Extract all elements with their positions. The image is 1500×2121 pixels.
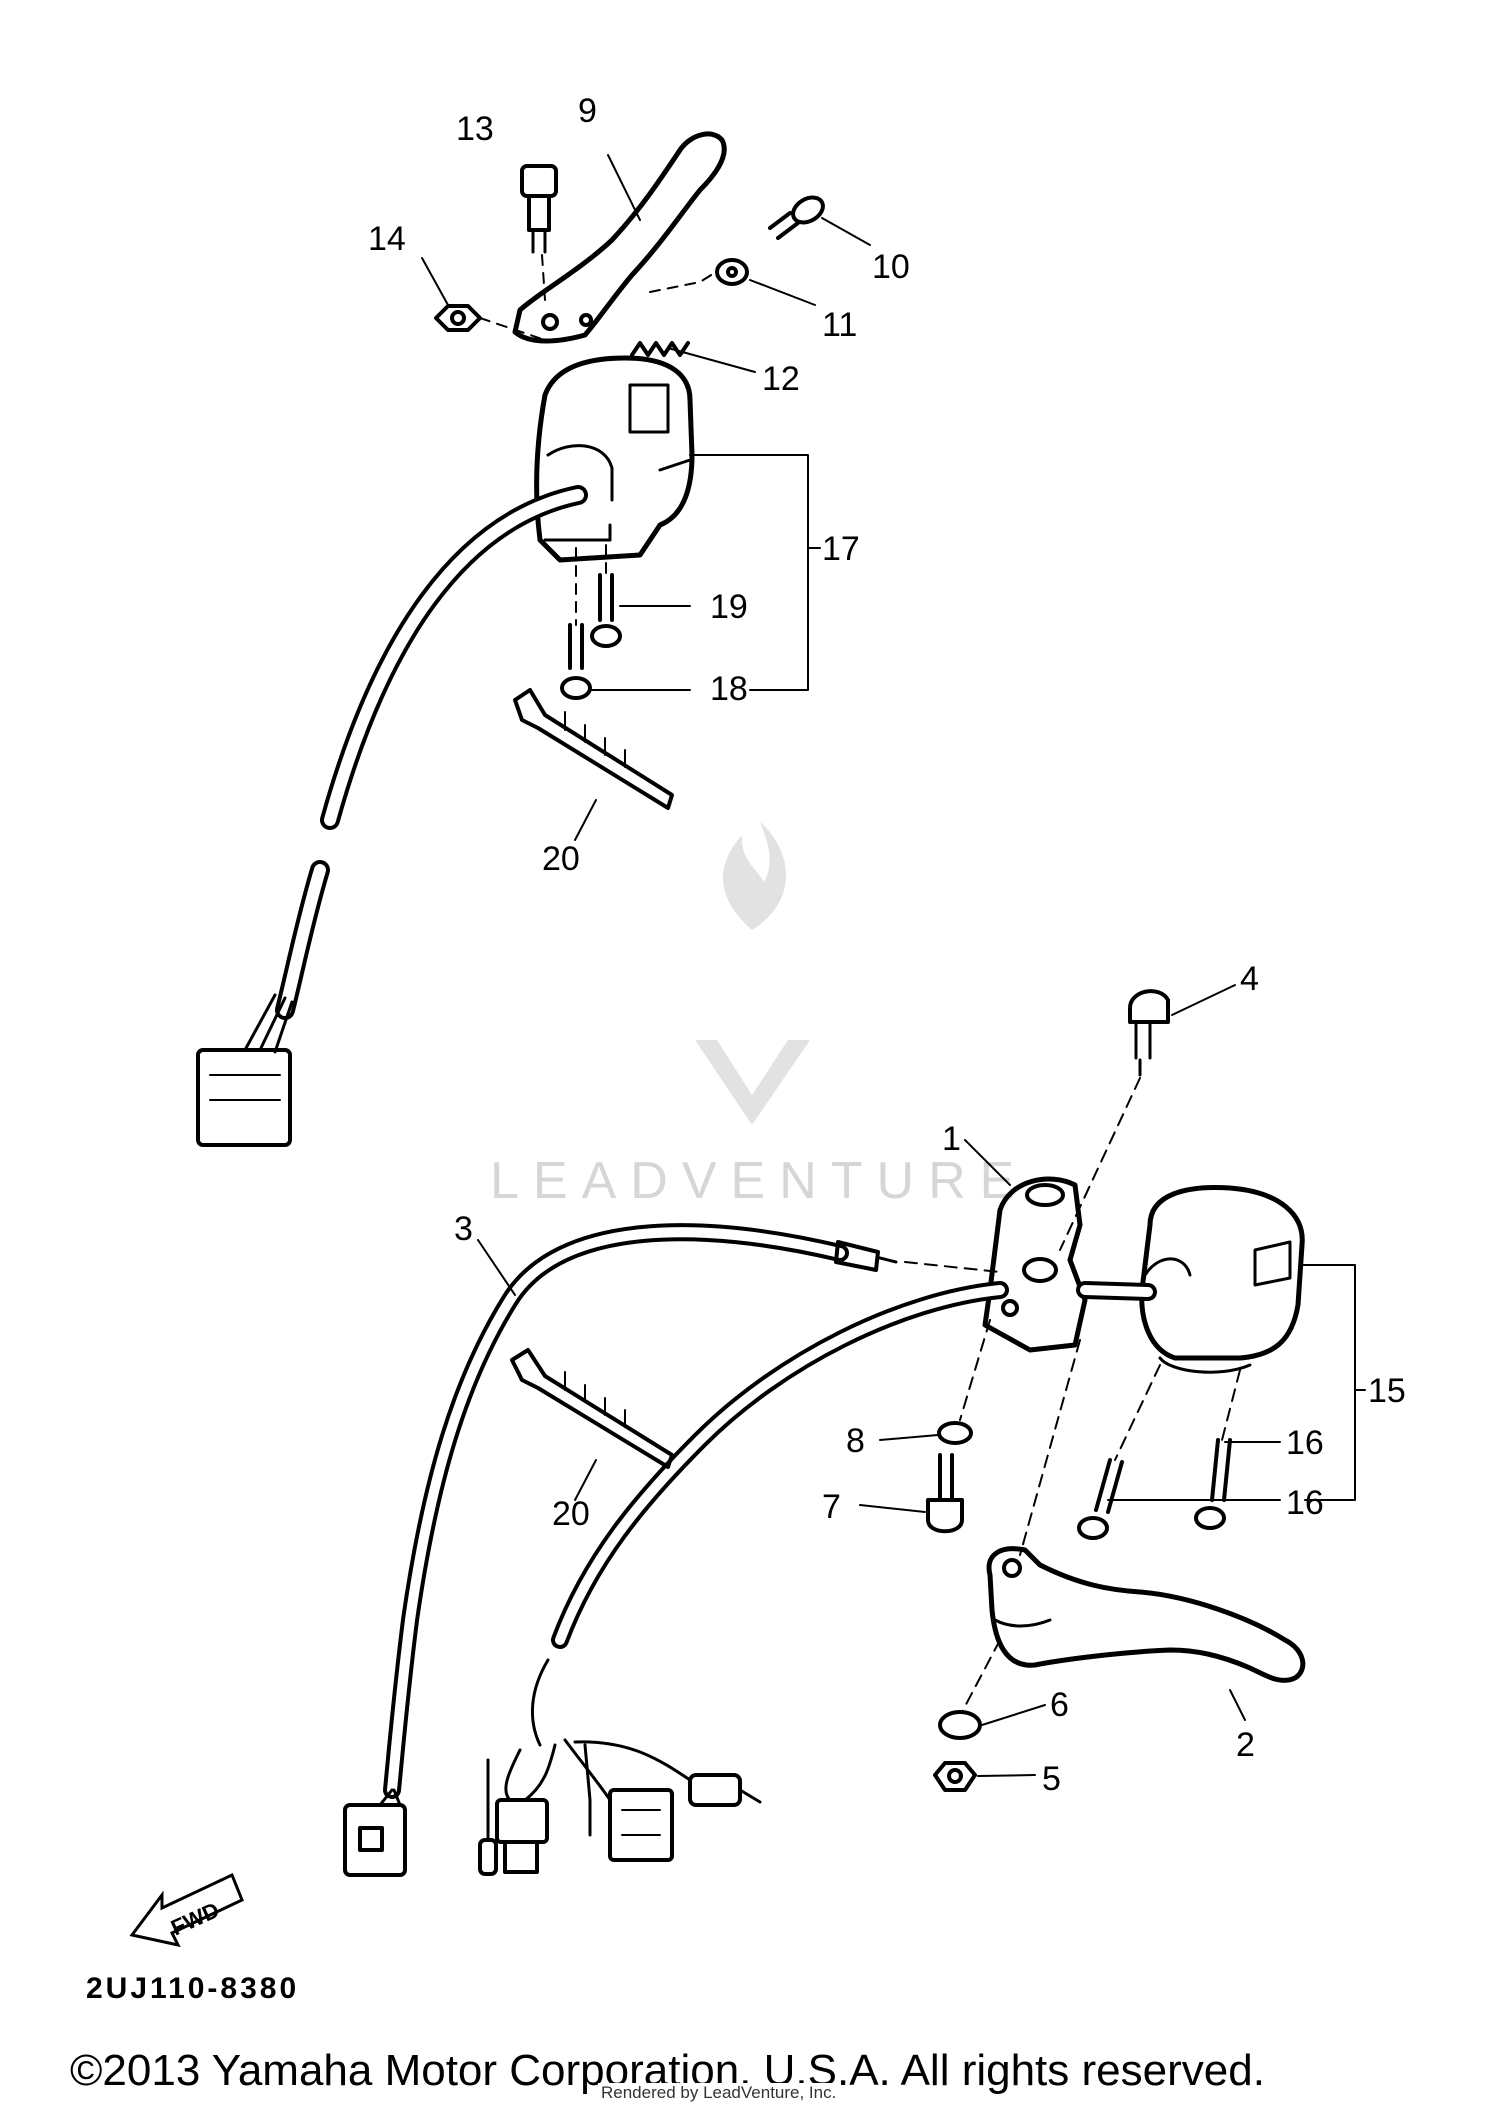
screw-16a [1210, 1438, 1232, 1502]
callout-8: 8 [846, 1422, 865, 1460]
cable-3-connector [343, 1803, 407, 1877]
leadventure-watermark: LEADVENTURE [490, 822, 1028, 1210]
nut-5 [933, 1761, 977, 1792]
lower-connector-cluster [478, 1738, 762, 1876]
callout-16-lower: 16 [1286, 1484, 1324, 1522]
washer-8 [937, 1421, 973, 1445]
callout-20-upper: 20 [542, 840, 580, 878]
callout-11: 11 [822, 306, 857, 344]
callout-16-upper: 16 [1286, 1424, 1324, 1462]
bolt-4 [1128, 989, 1170, 1024]
cable-tie-lower [510, 1348, 674, 1469]
switch-housing-upper [534, 355, 695, 563]
callout-3: 3 [454, 1210, 473, 1248]
upper-connector-wires [243, 993, 294, 1054]
fwd-arrow: FWD [129, 1872, 244, 1948]
watermark-text: LEADVENTURE [490, 1152, 1028, 1210]
washer-6 [938, 1710, 982, 1740]
cable-3 [383, 1223, 849, 1799]
callout-17: 17 [822, 530, 860, 568]
callout-7: 7 [822, 1488, 841, 1526]
callout-10: 10 [872, 248, 910, 286]
callout-20-lower: 20 [552, 1495, 590, 1533]
brake-lever-2 [986, 1546, 1306, 1683]
callout-13: 13 [456, 110, 494, 148]
screw-16b [1094, 1458, 1124, 1514]
callout-2: 2 [1236, 1726, 1255, 1764]
callout-1: 1 [942, 1120, 961, 1158]
callout-12: 12 [762, 360, 800, 398]
callout-5: 5 [1042, 1760, 1061, 1798]
rendered-by-notice: Rendered by LeadVenture, Inc. [598, 2083, 840, 2103]
callout-18: 18 [710, 670, 748, 708]
callout-9: 9 [578, 92, 597, 130]
lever-upper [512, 131, 727, 344]
switch-housing-lower [1139, 1185, 1305, 1361]
screw-10 [768, 211, 800, 240]
bracket-1 [982, 1176, 1088, 1353]
callout-labels: 9 13 14 10 11 12 17 19 18 20 4 1 3 15 16… [368, 92, 1406, 1798]
spring-12 [630, 341, 690, 357]
callout-4: 4 [1240, 960, 1259, 998]
bolt-7 [938, 1453, 954, 1502]
callout-6: 6 [1050, 1686, 1069, 1724]
screw-18 [568, 623, 584, 670]
brake-switch-cable [551, 1281, 1009, 1649]
bolt-13-head [520, 164, 558, 198]
diagram-code: 2UJ110-8380 [86, 1972, 300, 2005]
cable-tie-upper [513, 688, 674, 810]
upper-connector [196, 1048, 292, 1147]
callout-19: 19 [710, 588, 748, 626]
callout-14: 14 [368, 220, 406, 258]
nut-14 [434, 304, 482, 332]
screw-19 [598, 573, 614, 622]
nut-11 [715, 258, 749, 286]
callout-15: 15 [1368, 1372, 1406, 1410]
